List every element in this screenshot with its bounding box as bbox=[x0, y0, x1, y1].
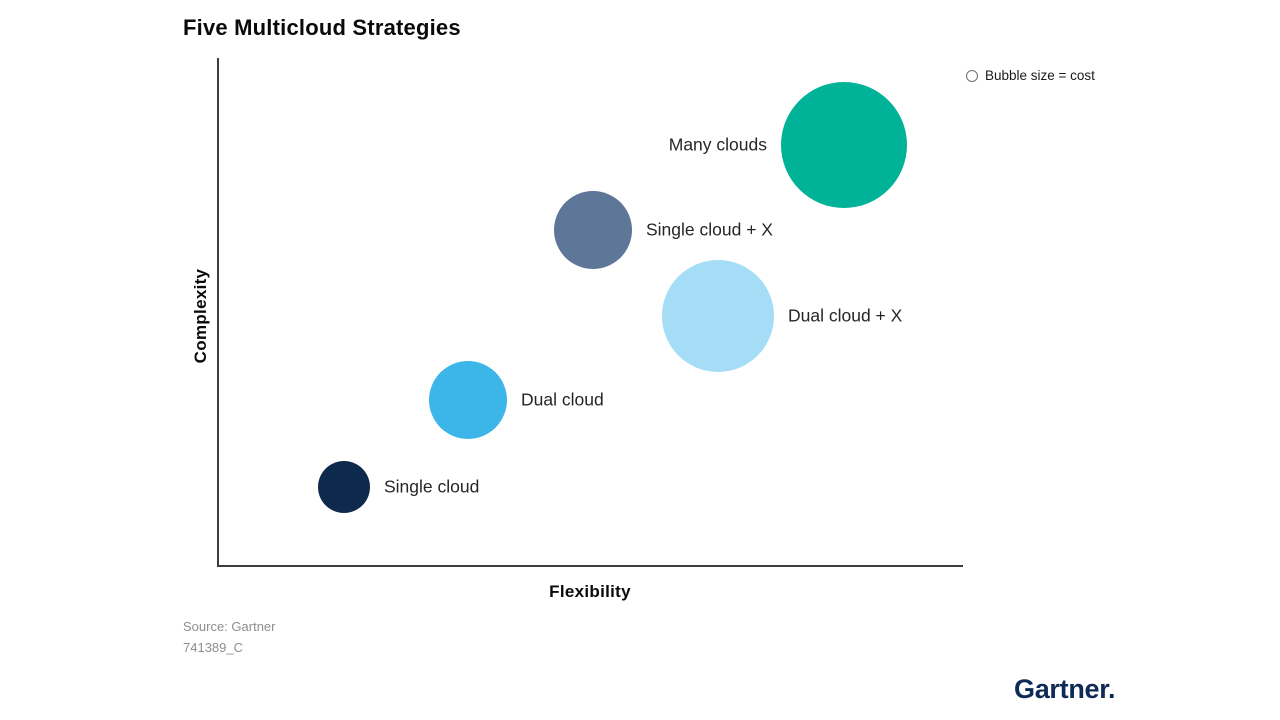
y-axis-label: Complexity bbox=[191, 268, 210, 364]
source-note: Source: Gartner 741389_C bbox=[183, 616, 276, 658]
gartner-logo-text: Gartner bbox=[1014, 674, 1108, 704]
legend-label: Bubble size = cost bbox=[985, 68, 1095, 83]
legend-circle-icon bbox=[966, 69, 978, 82]
bubble-label-many-clouds: Many clouds bbox=[668, 134, 767, 155]
chart-title: Five Multicloud Strategies bbox=[183, 15, 461, 40]
bubble-label-single-cloud-x: Single cloud + X bbox=[646, 219, 773, 240]
bubble-label-dual-cloud-x: Dual cloud + X bbox=[788, 305, 903, 326]
gartner-logo-period: . bbox=[1107, 674, 1116, 704]
bubble-dual-cloud bbox=[429, 361, 507, 439]
bubble-single-cloud-x bbox=[554, 191, 632, 269]
source-line: Source: Gartner bbox=[183, 619, 276, 634]
plot-area: Single cloud Dual cloud Single cloud + X Du… bbox=[217, 58, 963, 567]
bubble-size-legend: Bubble size = cost bbox=[966, 68, 1095, 83]
bubble-many-clouds bbox=[781, 82, 907, 208]
x-axis-label: Flexibility bbox=[549, 582, 631, 601]
bubble-dual-cloud-x bbox=[662, 260, 774, 372]
bubble-single-cloud bbox=[318, 461, 370, 513]
bubble-label-dual-cloud: Dual cloud bbox=[521, 389, 604, 410]
gartner-logo: Gartner. bbox=[1014, 674, 1115, 705]
figure-id: 741389_C bbox=[183, 640, 243, 655]
bubble-label-single-cloud: Single cloud bbox=[384, 476, 480, 497]
